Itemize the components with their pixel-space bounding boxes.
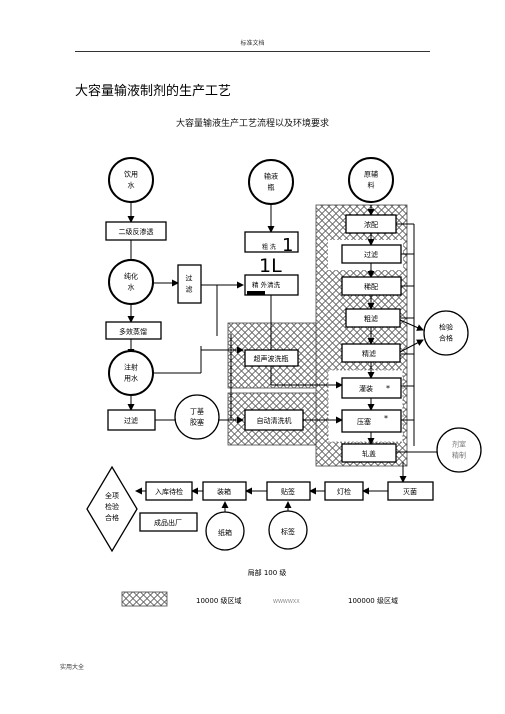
legend-class-10000: 10000 级区域 [196, 596, 242, 605]
box-filter-left-frame [107, 409, 156, 431]
box-capping: 轧盖 [362, 449, 376, 458]
circle-label: 标签 [268, 510, 308, 550]
circle-raw-material-label: 原辅料 [364, 170, 378, 190]
circle-pure-water: 纯化水 [108, 259, 154, 305]
box-ro: 二级反渗透 [119, 227, 154, 236]
box-filter-vertical-frame [177, 264, 202, 304]
box-warehouse-frame [145, 481, 193, 501]
box-concentrate: 浓配 [364, 220, 378, 229]
stoppering-star: * [384, 414, 388, 423]
box-shipment-frame [139, 512, 198, 532]
box-filter-r1-frame [341, 244, 402, 264]
legend-hatch-swatch [121, 591, 168, 607]
circle-pure-water-label: 纯化水 [124, 272, 138, 292]
circle-label-label: 标签 [281, 527, 295, 536]
legend-class-100000-marker: WWWWXX [273, 599, 300, 605]
box-ultrasonic: 超声波洗瓶 [254, 354, 289, 363]
box-fine-filter-frame [341, 343, 401, 363]
box-concentrate-frame [345, 214, 397, 234]
box-light-inspect-frame [324, 481, 364, 501]
right-column-boxes: 浓配 过滤 稀配 粗滤 精滤 灌装 * 压塞 * 轧盖 [341, 214, 402, 463]
box-ultrasonic-frame [244, 349, 299, 367]
box-multi-distill: 多效蒸馏 [119, 327, 147, 336]
box-auto-wash-frame [244, 409, 304, 431]
circle-injection-water-label: 注射用水 [124, 363, 138, 383]
stamp-mark: 剂室精制 [436, 427, 482, 473]
circle-carton: 纸箱 [205, 511, 245, 551]
circle-raw-material: 原辅料 [348, 157, 394, 203]
box-fine-wash: 精 外清洗 [252, 280, 281, 289]
legend-local-100: 局部 100 级 [248, 568, 287, 577]
header-divider [75, 51, 430, 52]
box-stoppering-frame [341, 409, 402, 433]
circle-drinking-water-label: 饮用水 [124, 170, 138, 190]
box-labeling-frame [266, 481, 311, 501]
box-stoppering: 压塞 [357, 417, 371, 426]
circle-inspection-pass-label: 检验合格 [439, 323, 453, 343]
legend-class-100000: 100000 级区域 [348, 596, 398, 605]
box-sterilize-frame [387, 481, 434, 501]
circle-infusion-bottle-label: 输液瓶 [264, 172, 278, 192]
box-sterilize: 灭菌 [403, 487, 417, 496]
box-filling-frame [341, 377, 402, 399]
box-filter-r1: 过滤 [364, 250, 378, 259]
box-light-inspect: 灯检 [337, 487, 351, 496]
box-filling: 灌装 [359, 384, 373, 393]
box-rough-filter: 粗滤 [364, 314, 378, 323]
stamp-mark-label: 剂室精制 [452, 440, 466, 460]
box-rough-wash-big: 1 [282, 235, 293, 256]
circle-butyl-stopper-label: 丁基胶塞 [190, 407, 204, 427]
box-rough-filter-frame [345, 308, 401, 328]
box-ro-frame [105, 221, 167, 241]
document-title: 大容量输液制剂的生产工艺 [75, 84, 232, 99]
circle-drinking-water: 饮用水 [108, 157, 154, 203]
page-footer: 实用大全 [60, 664, 85, 671]
box-rough-wash-frame [244, 231, 299, 253]
box-dilute: 稀配 [364, 282, 378, 291]
box-rough-wash: 粗 洗 [262, 243, 276, 251]
box-fine-filter: 精滤 [362, 349, 376, 358]
box-filter-vertical: 过滤 [186, 274, 193, 294]
circle-butyl-stopper: 丁基胶塞 [174, 394, 220, 440]
box-filter-left: 过滤 [124, 416, 138, 425]
box-fine-wash-big: 1L [259, 255, 282, 277]
box-dilute-frame [341, 276, 402, 296]
diamond-full-inspection-label: 全项检验合格 [105, 491, 119, 522]
diamond-full-inspection: 全项检验合格 [86, 465, 138, 553]
box-shipment: 成品出厂 [154, 518, 182, 527]
box-labeling: 贴签 [281, 487, 295, 496]
page-header: 标准文档 [240, 40, 265, 47]
box-packing: 装箱 [217, 487, 231, 496]
box-packing-frame [202, 481, 247, 501]
fine-wash-tab [247, 291, 265, 295]
circle-injection-water: 注射用水 [108, 350, 154, 396]
box-multi-distill-frame [105, 321, 162, 340]
circle-inspection-pass: 检验合格 [423, 310, 469, 356]
box-capping-frame [341, 443, 397, 463]
box-fine-wash-frame [244, 274, 299, 296]
circle-carton-label: 纸箱 [218, 528, 232, 537]
box-warehouse: 入库待检 [155, 487, 183, 496]
diagram-title: 大容量输液生产工艺流程以及环境要求 [175, 119, 329, 129]
circle-infusion-bottle: 输液瓶 [248, 159, 294, 205]
filling-star: * [386, 384, 390, 393]
box-auto-wash: 自动清洗机 [257, 416, 292, 425]
